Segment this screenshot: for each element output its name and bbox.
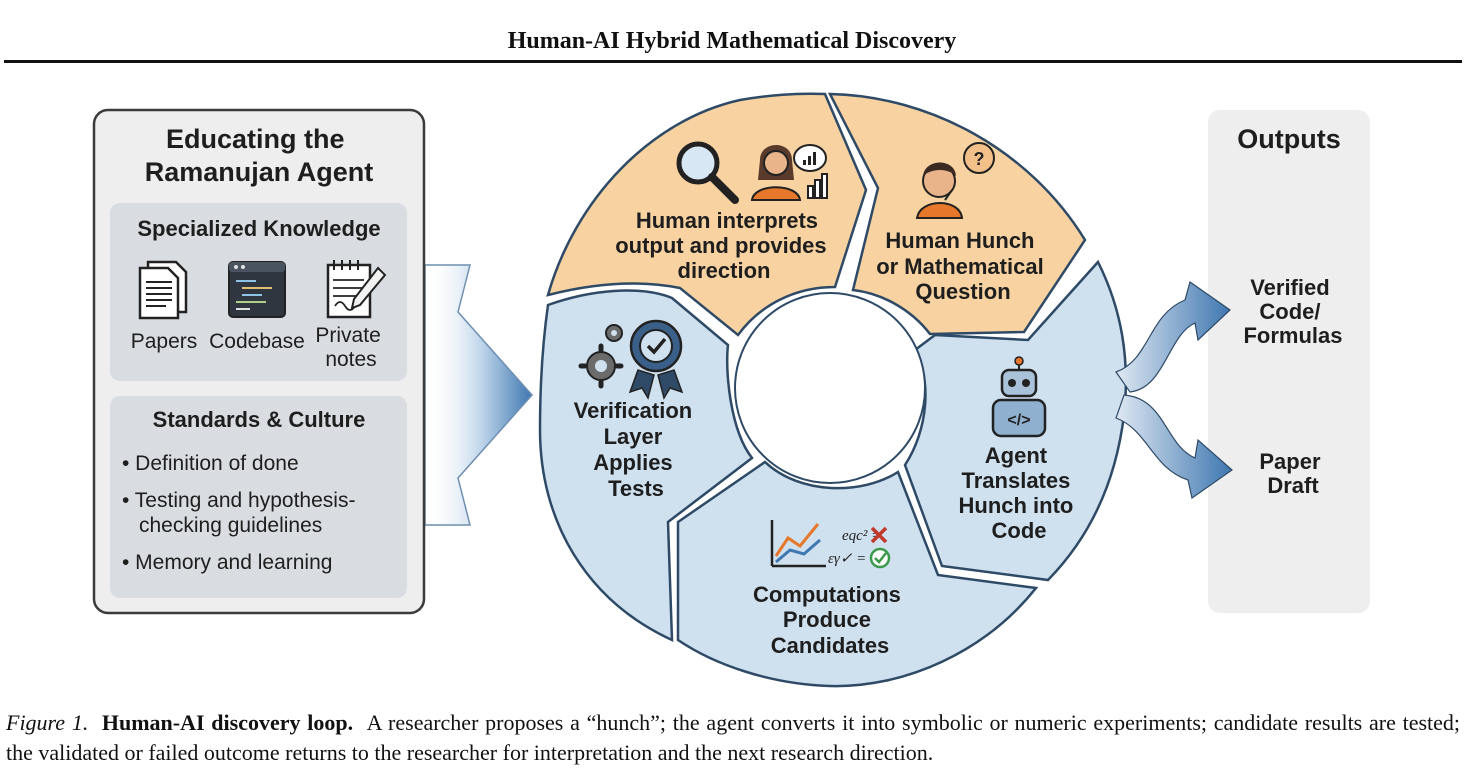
caption-figure-label: Figure 1. bbox=[6, 710, 89, 735]
cycle-center bbox=[734, 292, 926, 484]
compute-label: Computations Produce Candidates bbox=[753, 582, 907, 658]
specialized-knowledge-title: Specialized Knowledge bbox=[137, 216, 380, 241]
discovery-loop-diagram: Educating the Ramanujan Agent Specialize… bbox=[92, 92, 1370, 688]
arrow-to-paper-draft bbox=[1115, 394, 1233, 500]
svg-text:</>: </> bbox=[1007, 412, 1030, 429]
outputs-panel: Outputs Verified Code/ Formulas Paper Dr… bbox=[1208, 110, 1370, 613]
magnifier-icon bbox=[676, 141, 739, 204]
papers-label: Papers bbox=[131, 330, 198, 353]
gears-icon bbox=[578, 324, 624, 389]
thinking-person-icon bbox=[915, 162, 964, 219]
ribbon-badge-icon bbox=[628, 319, 684, 400]
caption-bold-title: Human-AI discovery loop. bbox=[101, 710, 354, 735]
private-notes-label: Private notes bbox=[315, 324, 386, 371]
output-paper-draft: Paper Draft bbox=[1259, 449, 1326, 498]
interpret-label: Human interprets output and provides dir… bbox=[615, 208, 833, 283]
figure-title: Human-AI Hybrid Mathematical Discovery bbox=[507, 28, 957, 54]
translate-label: Agent Translates Hunch into Code bbox=[959, 443, 1080, 543]
formula-pass: εγ✓ = bbox=[828, 551, 866, 567]
codebase-label: Codebase bbox=[209, 330, 305, 353]
robot-icon: </> bbox=[991, 356, 1047, 438]
output-verified-code: Verified Code/ Formulas bbox=[1243, 275, 1342, 348]
svg-text:?: ? bbox=[974, 149, 985, 169]
bullet-memory-learning: • Memory and learning bbox=[122, 551, 332, 574]
cross-icon bbox=[870, 526, 888, 544]
formula-fail: eqc² = bbox=[842, 528, 881, 544]
hunch-label: Human Hunch or Mathematical Question bbox=[876, 228, 1050, 304]
standards-culture-box: Standards & Culture • Definition of done… bbox=[110, 396, 407, 598]
question-bubble-icon: ? bbox=[963, 142, 995, 174]
education-title: Educating the Ramanujan Agent bbox=[145, 124, 374, 187]
codebase-icon bbox=[228, 261, 286, 318]
bullet-definition-of-done: • Definition of done bbox=[122, 452, 299, 475]
chart-bubble-icon bbox=[793, 144, 828, 199]
papers-icon bbox=[138, 260, 188, 320]
title-rule bbox=[4, 60, 1462, 63]
standards-culture-title: Standards & Culture bbox=[153, 407, 366, 432]
check-circle-icon bbox=[869, 547, 891, 569]
bullet-testing-guidelines: • Testing and hypothesis- checking guide… bbox=[122, 489, 361, 537]
outputs-title: Outputs bbox=[1237, 124, 1340, 154]
notes-icon bbox=[326, 260, 387, 319]
arrow-to-verified-code bbox=[1115, 281, 1231, 393]
education-panel: Educating the Ramanujan Agent Specialize… bbox=[92, 108, 426, 615]
figure-caption: Figure 1. Human-AI discovery loop. A res… bbox=[6, 708, 1460, 768]
computation-segment bbox=[676, 460, 1039, 688]
caption-body: A researcher proposes a “hunch”; the age… bbox=[6, 710, 1461, 765]
specialized-knowledge-box: Specialized Knowledge bbox=[110, 203, 407, 381]
plot-icon bbox=[770, 520, 826, 568]
output-arrows bbox=[1115, 281, 1233, 500]
verification-label: Verification Layer Applies Tests bbox=[574, 398, 699, 501]
person-icon bbox=[750, 145, 802, 201]
input-arrow bbox=[424, 264, 534, 526]
